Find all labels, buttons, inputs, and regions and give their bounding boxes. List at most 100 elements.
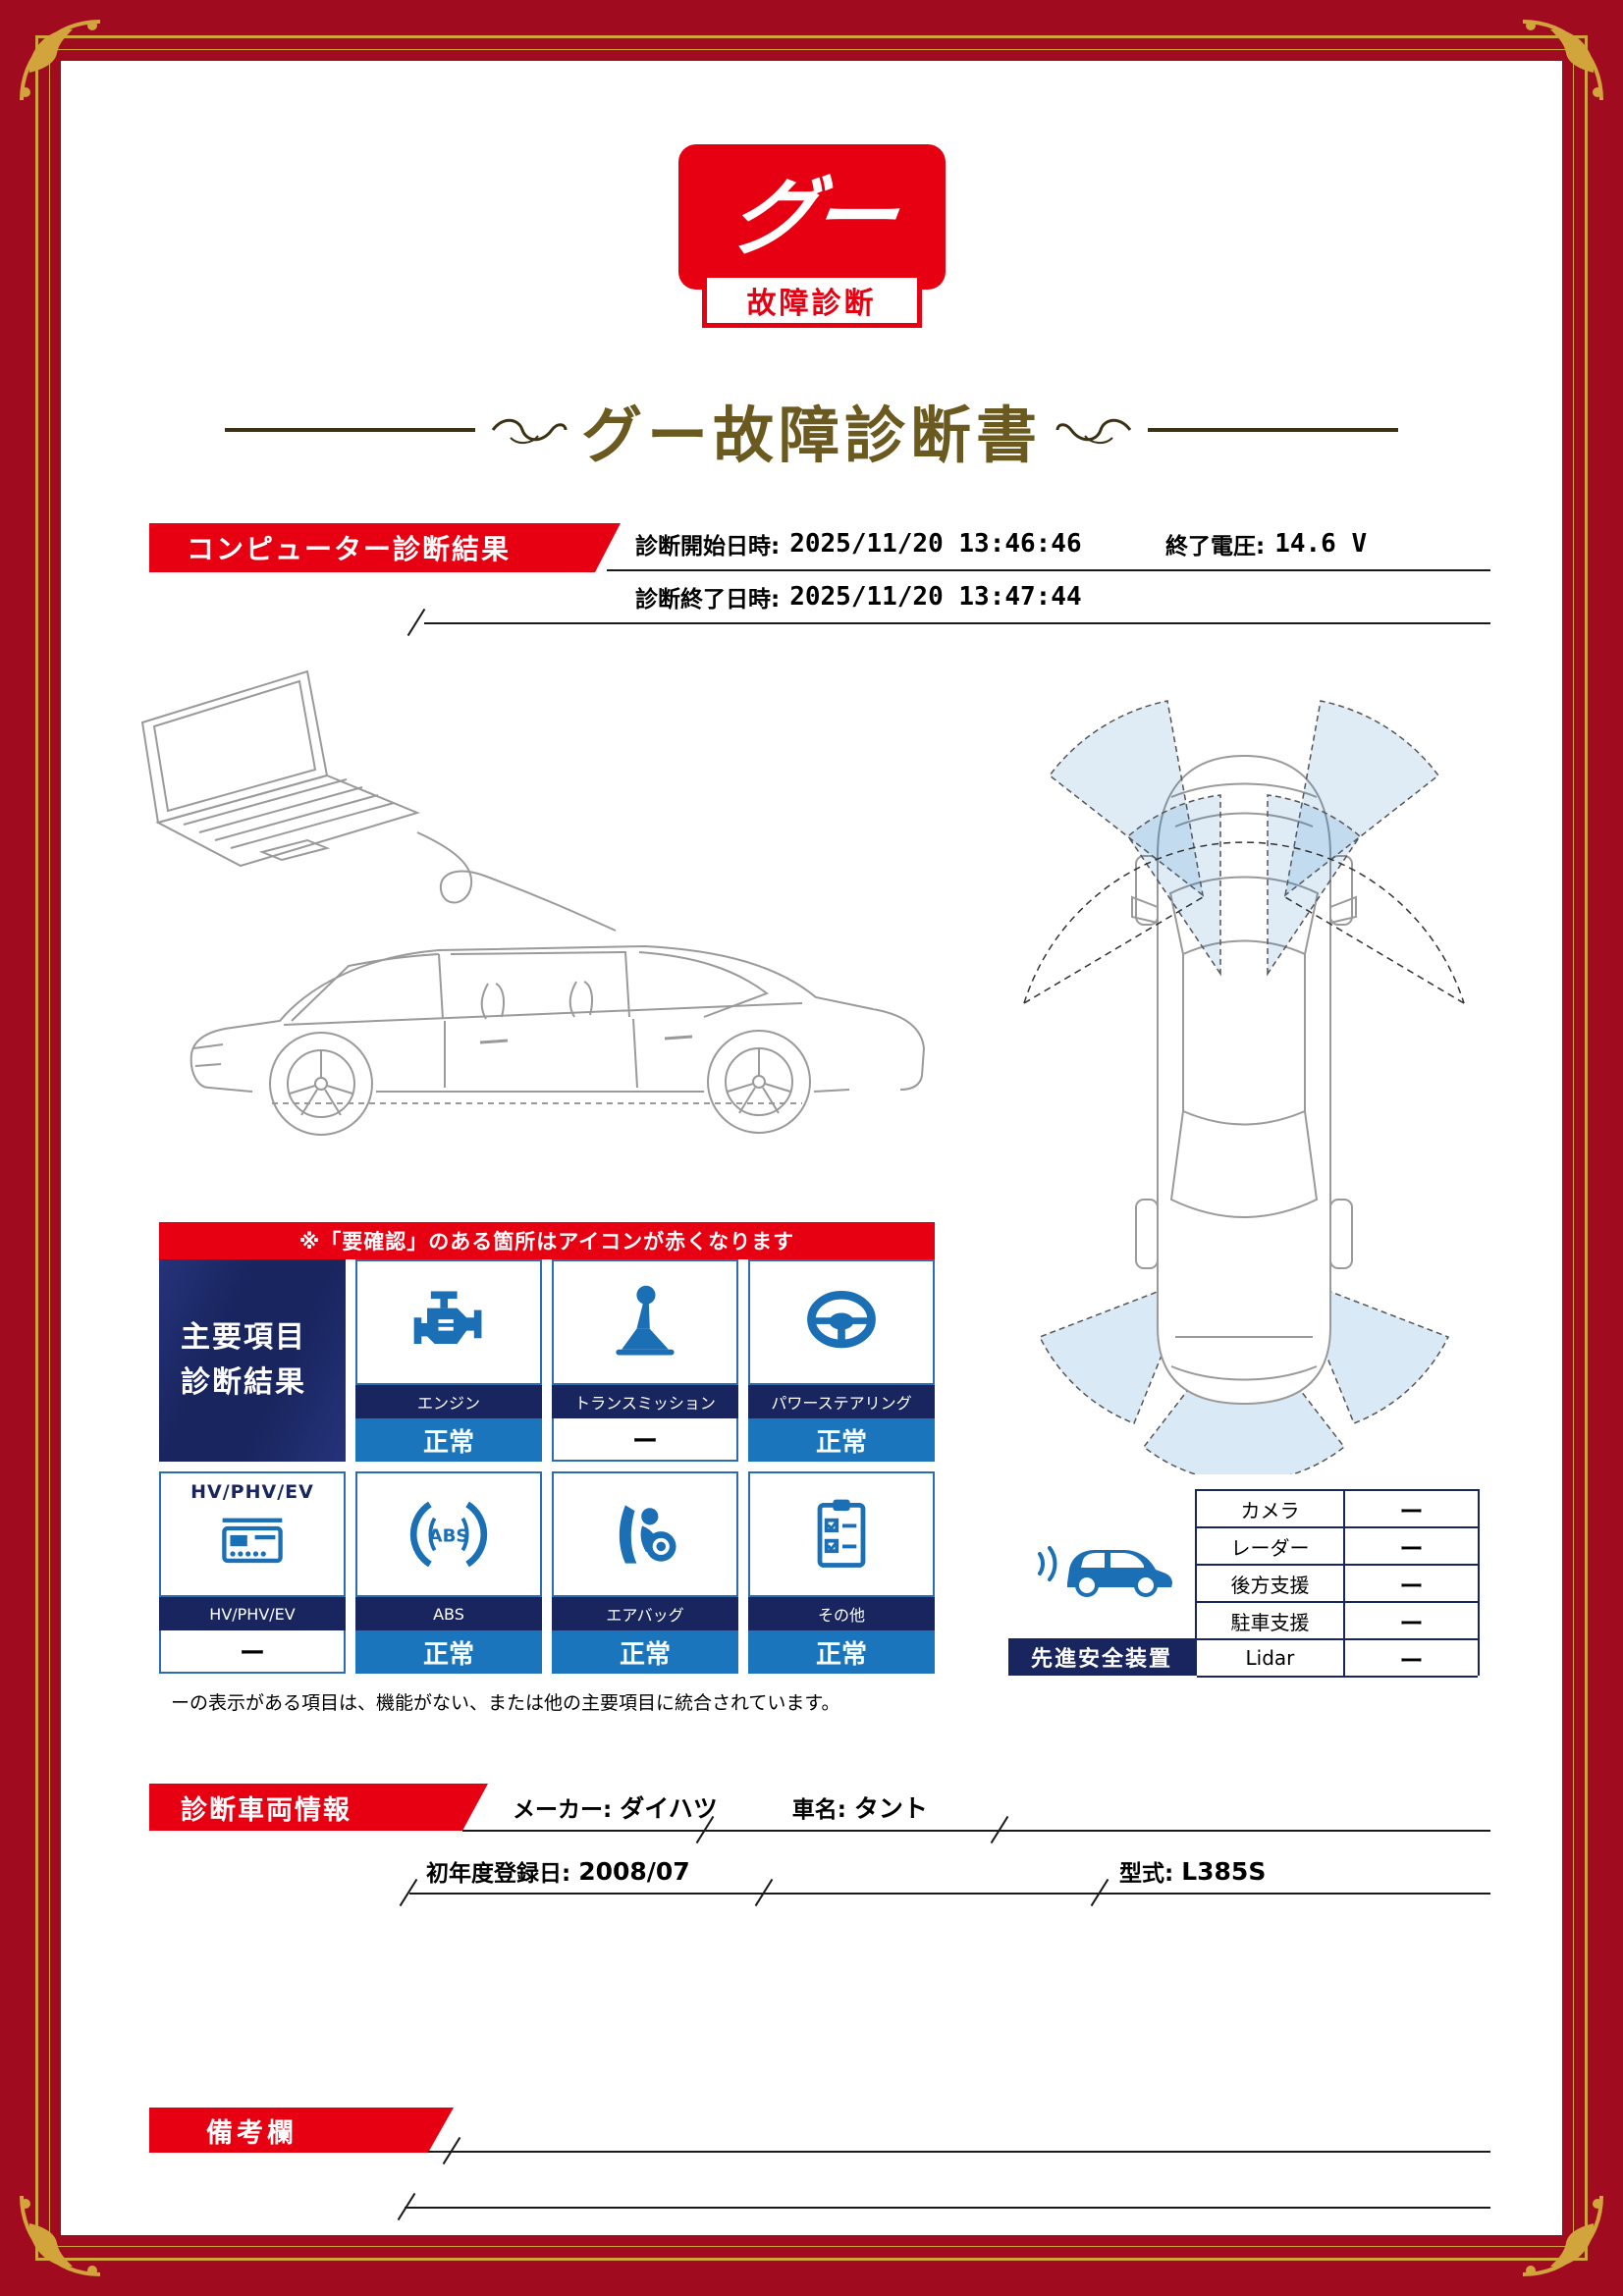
corner-ornament	[16, 16, 106, 106]
table-row: 後方支援 ー	[1197, 1566, 1478, 1603]
safety-value: ー	[1342, 1491, 1478, 1526]
remarks-banner: 備考欄	[149, 2108, 454, 2153]
item-status: 正常	[355, 1418, 542, 1462]
maker-label: メーカー:	[513, 1797, 613, 1823]
diagnosis-item-other: その他 正常	[748, 1471, 935, 1674]
diagnosis-item-engine: エンジン 正常	[355, 1259, 542, 1462]
title-ornament-left	[491, 418, 568, 444]
end-voltage-label: 終了電圧:	[1165, 534, 1266, 560]
svg-text:ABS: ABS	[429, 1526, 469, 1547]
diagnosis-results-grid: 主要項目 診断結果	[159, 1259, 935, 1674]
item-status: 正常	[552, 1630, 738, 1674]
diagnosis-start-value: 2025/11/20 13:46:46	[789, 529, 1082, 559]
computer-diagnosis-banner: コンピューター診断結果	[149, 523, 621, 572]
model-code-label: 型式:	[1119, 1861, 1174, 1887]
end-voltage-row: 終了電圧: 14.6 V	[1165, 520, 1367, 567]
title-rule-right	[1148, 428, 1398, 432]
safety-name: レーダー	[1230, 1535, 1310, 1560]
safety-value: ー	[1342, 1566, 1478, 1601]
car-name-label: 車名:	[791, 1797, 846, 1823]
goo-logo-text: グー	[724, 168, 899, 267]
item-status: ー	[159, 1630, 346, 1674]
obd-laptop-car-illustration	[115, 660, 979, 1209]
corner-ornament	[1517, 16, 1607, 106]
transmission-icon	[616, 1285, 675, 1356]
diagnosis-end-row: 診断終了日時: 2025/11/20 13:47:44	[635, 573, 1082, 620]
report-title-row: グー故障診断書	[61, 385, 1562, 475]
diagnosis-end-label: 診断終了日時:	[635, 587, 781, 613]
laptop-car-wireframe-icon	[140, 669, 926, 1136]
item-label: その他	[748, 1597, 935, 1630]
advanced-safety-label: 先進安全装置	[1008, 1638, 1195, 1676]
rule-slash	[406, 608, 426, 637]
item-label: エンジン	[355, 1385, 542, 1418]
goo-logo: グー	[677, 144, 946, 290]
maker-value: ダイハツ	[620, 1794, 718, 1823]
item-label: トランスミッション	[552, 1385, 738, 1418]
attention-note-bar: ※「要確認」のある箇所はアイコンが赤くなります	[159, 1222, 935, 1259]
diagnosis-end-value: 2025/11/20 13:47:44	[789, 582, 1082, 612]
item-label: パワーステアリング	[748, 1385, 935, 1418]
table-row: カメラ ー	[1197, 1491, 1478, 1528]
table-row: Lidar ー	[1197, 1640, 1478, 1678]
rule-line	[462, 1830, 1490, 1832]
report-body: グー 故障診断 グー故障診断書 コンピューター診断結果 診断開始日時: 2025…	[61, 61, 1562, 2235]
item-status: ー	[552, 1418, 738, 1462]
rule-line	[607, 569, 1490, 571]
safety-name: 駐車支援	[1230, 1610, 1310, 1634]
rule-line	[428, 2151, 1490, 2153]
table-row: 駐車支援 ー	[1197, 1603, 1478, 1640]
item-status: 正常	[355, 1630, 542, 1674]
item-status: 正常	[748, 1418, 935, 1462]
summary-title-line1: 主要項目	[181, 1319, 306, 1355]
model-code-value: L385S	[1181, 1856, 1267, 1886]
first-registration-label: 初年度登録日:	[426, 1861, 571, 1887]
power-steering-icon	[807, 1290, 876, 1349]
hv-header: HV/PHV/EV	[190, 1481, 314, 1503]
goo-logo-subtitle: 故障診断	[701, 273, 922, 328]
summary-title-cell: 主要項目 診断結果	[159, 1259, 346, 1462]
vehicle-maker-name-row: メーカー: ダイハツ 車名: タント	[513, 1784, 928, 1831]
first-registration-value: 2008/07	[578, 1856, 690, 1886]
diagnosis-item-power-steering: パワーステアリング 正常	[748, 1259, 935, 1462]
car-top-view-sensors-icon	[1023, 700, 1465, 1483]
advanced-safety-block: 先進安全装置 カメラ ー レーダー ー 後方支援 ー 駐車支援 ー	[1008, 1489, 1480, 1678]
safety-name: Lidar	[1245, 1646, 1295, 1670]
safety-value: ー	[1342, 1640, 1478, 1676]
item-label: HV/PHV/EV	[159, 1597, 346, 1630]
title-ornament-right	[1055, 418, 1132, 444]
car-name-value: タント	[853, 1794, 928, 1823]
diagnosis-start-row: 診断開始日時: 2025/11/20 13:46:46	[635, 520, 1082, 567]
diagnosis-start-label: 診断開始日時:	[635, 534, 781, 560]
corner-ornament	[1517, 2190, 1607, 2280]
item-label: エアバッグ	[552, 1597, 738, 1630]
safety-name: カメラ	[1240, 1498, 1300, 1522]
sensor-car-icon	[1038, 1546, 1172, 1597]
dash-meaning-note: ーの表示がある項目は、機能がない、または他の主要項目に統合されています。	[171, 1692, 840, 1714]
engine-icon	[413, 1291, 482, 1344]
abs-icon: ABS	[409, 1501, 488, 1568]
advanced-safety-table: カメラ ー レーダー ー 後方支援 ー 駐車支援 ー Lidar ー	[1195, 1489, 1480, 1678]
summary-title-line2: 診断結果	[181, 1365, 306, 1400]
corner-ornament	[16, 2190, 106, 2280]
other-checklist-icon	[817, 1499, 866, 1568]
safety-value: ー	[1342, 1528, 1478, 1564]
diagnosis-item-airbag: エアバッグ 正常	[552, 1471, 738, 1674]
vehicle-registration-row: 初年度登録日: 2008/07	[426, 1847, 690, 1895]
page-title: グー故障診断書	[580, 400, 1042, 471]
end-voltage-value: 14.6 V	[1274, 529, 1368, 559]
item-status: 正常	[748, 1630, 935, 1674]
airbag-icon	[619, 1505, 676, 1564]
sensor-coverage-illustration	[989, 650, 1499, 1483]
rule-line	[405, 2207, 1490, 2209]
title-rule-left	[224, 428, 475, 432]
item-label: ABS	[355, 1597, 542, 1630]
safety-value: ー	[1342, 1603, 1478, 1638]
diagnosis-item-abs: ABS ABS 正常	[355, 1471, 542, 1674]
diagnosis-item-transmission: トランスミッション ー	[552, 1259, 738, 1462]
table-row: レーダー ー	[1197, 1528, 1478, 1566]
hv-phv-ev-icon	[222, 1518, 283, 1564]
diagnosis-item-hv-phv-ev: HV/PHV/EV HV/PHV/EV ー	[159, 1471, 346, 1674]
vehicle-info-banner: 診断車両情報	[149, 1784, 488, 1831]
